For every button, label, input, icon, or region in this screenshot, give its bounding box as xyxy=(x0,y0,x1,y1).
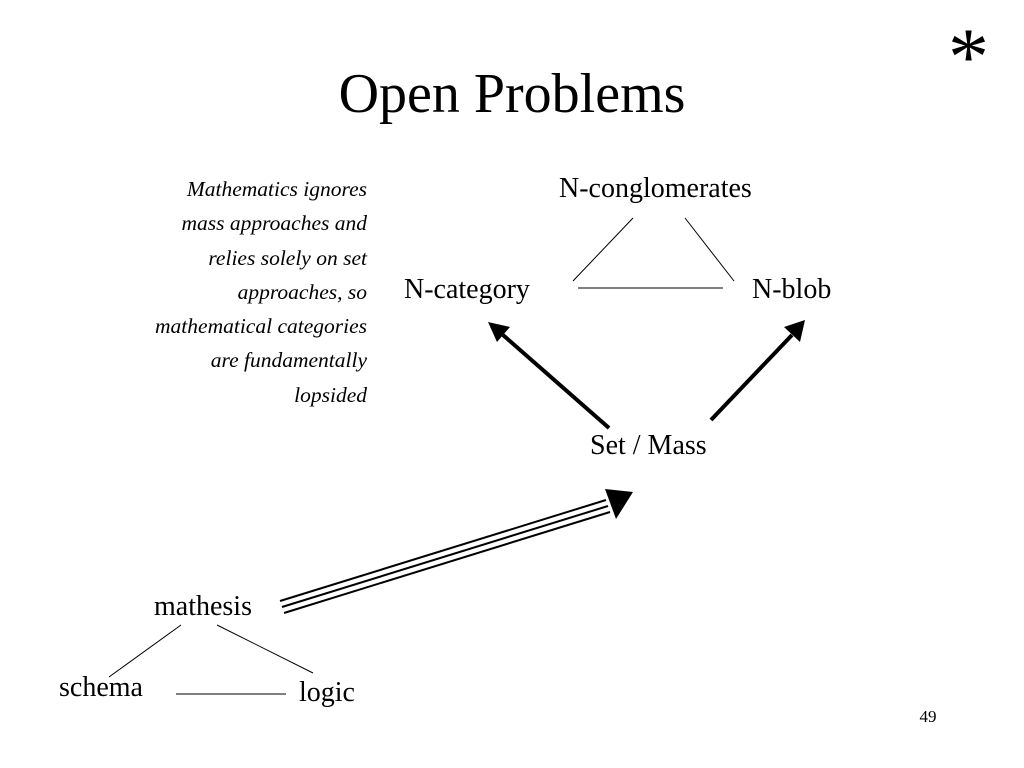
note-line: are fundamentally xyxy=(210,348,367,373)
arrowhead-set-mass xyxy=(605,489,633,519)
node-set-mass: Set / Mass xyxy=(590,430,707,461)
edge-conglomerates-category xyxy=(572,217,634,282)
arrow-to-n-blob xyxy=(709,333,794,422)
slide-title: Open Problems xyxy=(338,63,686,125)
note-line: mass approaches and xyxy=(181,211,367,236)
page-number: 49 xyxy=(919,707,937,726)
node-schema: schema xyxy=(59,672,143,703)
note-line: mathematical categories xyxy=(155,314,367,339)
node-n-blob: N-blob xyxy=(752,274,832,305)
node-n-conglomerates: N-conglomerates xyxy=(559,173,752,204)
arrowhead-n-category xyxy=(488,322,510,342)
note-line: approaches, so xyxy=(237,279,367,304)
note-line: relies solely on set xyxy=(208,245,367,270)
edge-mathesis-logic xyxy=(216,624,314,674)
node-n-category: N-category xyxy=(404,274,530,305)
edge-mathesis-schema xyxy=(108,624,182,678)
triple-arrow-line-1 xyxy=(279,499,607,602)
italic-note: Mathematics ignores mass approaches and … xyxy=(60,172,367,412)
asterisk-mark: * xyxy=(948,11,989,102)
arrow-to-n-category xyxy=(501,333,611,430)
triple-arrow-line-3 xyxy=(283,511,611,614)
triple-arrow-line-2 xyxy=(281,505,609,608)
node-logic: logic xyxy=(299,677,355,708)
note-line: lopsided xyxy=(294,382,367,407)
node-mathesis: mathesis xyxy=(154,591,252,622)
edge-conglomerates-blob xyxy=(684,217,735,282)
note-line: Mathematics ignores xyxy=(186,177,367,201)
arrowhead-n-blob xyxy=(784,320,805,342)
